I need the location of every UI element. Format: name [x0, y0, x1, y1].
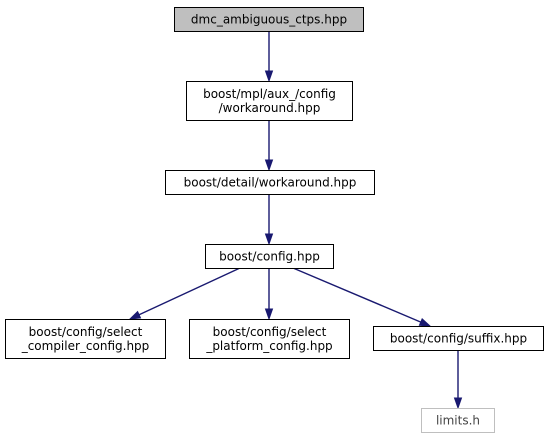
node-label: limits.h [436, 414, 480, 428]
node-label: boost/config/suffix.hpp [390, 332, 527, 346]
node-config[interactable]: boost/config.hpp [205, 244, 334, 269]
node-box [174, 7, 364, 32]
arrowhead [453, 397, 463, 410]
edge-config-to-select_platform [264, 268, 274, 321]
edges-layer [128, 31, 463, 410]
node-label: _compiler_config.hpp [21, 339, 150, 353]
node-detail_workaround[interactable]: boost/detail/workaround.hpp [165, 170, 375, 195]
arrowhead [264, 308, 274, 321]
arrowhead [264, 233, 274, 246]
node-limits[interactable]: limits.h [421, 408, 495, 433]
arrowhead [264, 70, 274, 83]
node-box [5, 319, 166, 359]
node-dmc: dmc_ambiguous_ctps.hpp [174, 7, 364, 32]
node-suffix[interactable]: boost/config/suffix.hpp [373, 326, 544, 351]
arrowhead [128, 310, 142, 320]
node-label: boost/detail/workaround.hpp [184, 176, 357, 190]
arrowhead [418, 318, 432, 327]
edge-config-to-select_compiler [128, 267, 241, 320]
edge-config-to-suffix [292, 267, 432, 327]
arrowhead [264, 159, 274, 172]
node-box [165, 170, 375, 195]
node-box [373, 326, 544, 351]
edge-dmc-to-mpl_workaround [264, 31, 274, 83]
nodes-layer: dmc_ambiguous_ctps.hpp boost/mpl/aux_/con… [5, 7, 544, 433]
node-box [421, 408, 495, 433]
edge-suffix-to-limits [453, 350, 463, 410]
node-label: /workaround.hpp [219, 101, 321, 115]
node-label: boost/config.hpp [219, 250, 320, 264]
node-label: boost/config/select [29, 325, 143, 339]
edge-line [292, 267, 422, 323]
node-label: dmc_ambiguous_ctps.hpp [191, 13, 347, 27]
node-label: _platform_config.hpp [205, 339, 332, 353]
edge-detail_workaround-to-config [264, 194, 274, 246]
node-select_compiler[interactable]: boost/config/select_compiler_config.hpp [5, 319, 166, 359]
edge-line [138, 267, 241, 316]
node-label: boost/config/select [213, 325, 327, 339]
edge-mpl_workaround-to-detail_workaround [264, 120, 274, 172]
node-label: boost/mpl/aux_/config [203, 87, 336, 101]
node-box [186, 81, 353, 121]
node-box [189, 319, 350, 359]
node-box [205, 244, 334, 269]
node-mpl_workaround[interactable]: boost/mpl/aux_/config/workaround.hpp [186, 81, 353, 121]
node-select_platform[interactable]: boost/config/select_platform_config.hpp [189, 319, 350, 359]
